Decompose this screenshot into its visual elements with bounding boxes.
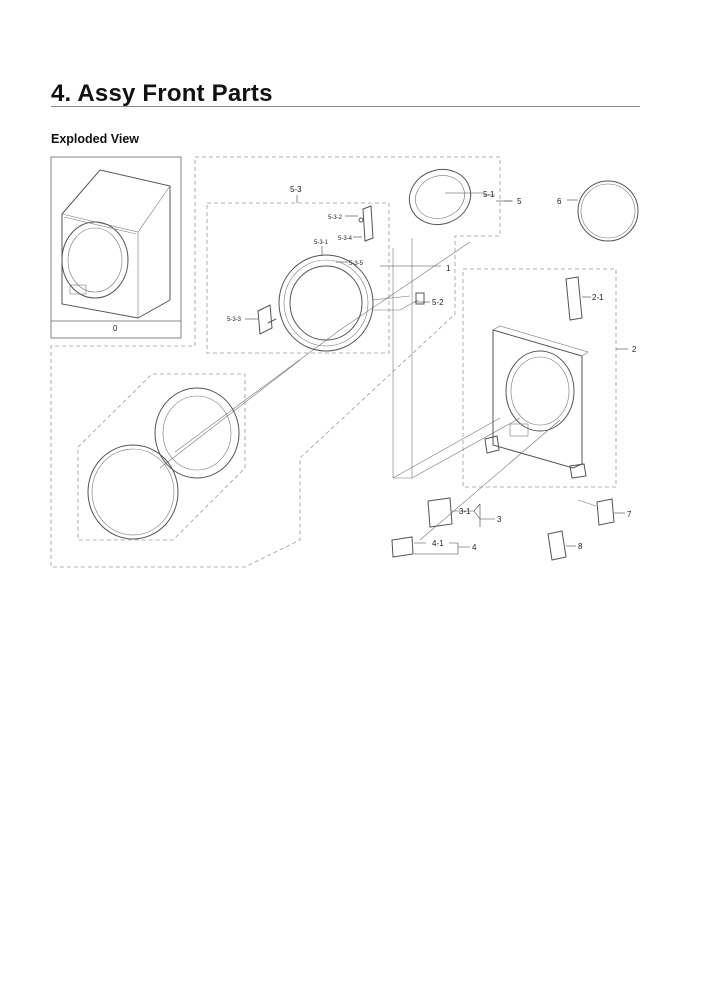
door-assembly-boundary bbox=[50, 156, 501, 568]
panel-bracket bbox=[565, 276, 583, 321]
section-subtitle: Exploded View bbox=[51, 132, 139, 146]
door-frame-ring bbox=[278, 254, 374, 352]
label-part-8: 8 bbox=[578, 542, 583, 551]
label-part-3: 3 bbox=[497, 515, 502, 524]
label-part-1: 1 bbox=[446, 264, 451, 273]
front-panel bbox=[484, 325, 589, 479]
door-gasket-ring bbox=[577, 180, 639, 242]
label-part-7: 7 bbox=[627, 510, 632, 519]
door-frame-subassembly-boundary bbox=[206, 202, 390, 354]
label-part-3-1: 3-1 bbox=[459, 507, 471, 516]
label-part-5: 5 bbox=[517, 197, 522, 206]
label-part-4: 4 bbox=[472, 543, 477, 552]
door-glass-boundary bbox=[77, 373, 246, 541]
label-part-2-1: 2-1 bbox=[592, 293, 604, 302]
door-glass-inner bbox=[154, 387, 240, 479]
label-part-2: 2 bbox=[632, 345, 637, 354]
frame-tie-lines bbox=[392, 238, 413, 479]
label-part-5-2: 5-2 bbox=[432, 298, 444, 307]
page-title: 4. Assy Front Parts bbox=[51, 80, 273, 107]
label-part-5-1: 5-1 bbox=[483, 190, 495, 199]
reference-unit-box: 0 bbox=[50, 156, 182, 339]
assembly-axis bbox=[174, 241, 471, 453]
panel-part-8 bbox=[547, 530, 567, 561]
front-panel-boundary bbox=[462, 268, 617, 488]
label-part-0: 0 bbox=[113, 324, 118, 333]
label-part-5-3: 5-3 bbox=[290, 185, 302, 194]
label-part-6: 6 bbox=[557, 197, 562, 206]
door-lock-part bbox=[415, 292, 425, 305]
door-latch bbox=[362, 205, 374, 242]
door-outer-ring bbox=[408, 169, 472, 225]
label-part-5-3-2: 5-3-2 bbox=[328, 215, 343, 221]
label-part-5-3-1: 5-3-1 bbox=[314, 240, 329, 246]
label-part-5-3-4: 5-3-4 bbox=[338, 236, 353, 242]
panel-part-7 bbox=[596, 498, 615, 526]
door-glass-outer bbox=[87, 444, 179, 540]
control-panel-cover bbox=[391, 536, 414, 558]
label-part-5-3-3: 5-3-3 bbox=[227, 317, 242, 323]
control-housing bbox=[427, 497, 453, 528]
reference-washer-illustration bbox=[61, 169, 171, 319]
title-divider bbox=[51, 106, 640, 107]
label-part-4-1: 4-1 bbox=[432, 539, 444, 548]
door-hinge bbox=[257, 304, 273, 335]
label-part-5-3-5: 5-3-5 bbox=[349, 261, 364, 267]
